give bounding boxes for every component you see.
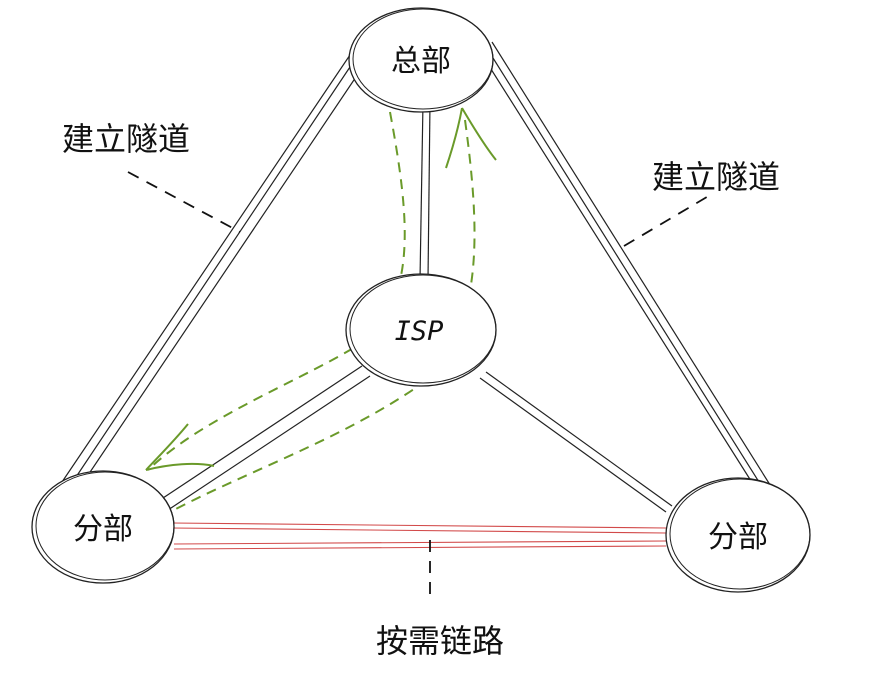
- annotation-tunnel-right: 建立隧道: [652, 158, 780, 196]
- link-isp-left-branch: [159, 365, 371, 511]
- node-branch-left: 分部: [31, 470, 175, 584]
- annotation-leaders: [127, 171, 713, 602]
- on-demand-link: [171, 522, 667, 550]
- node-branch-left-label: 分部: [73, 512, 133, 547]
- node-hq-label: 总部: [391, 44, 451, 79]
- tunnel-hq-right-branch: [483, 41, 773, 493]
- link-hq-isp: [419, 101, 431, 281]
- node-branch-right: 分部: [665, 477, 811, 593]
- link-isp-right-branch: [479, 371, 673, 513]
- annotation-tunnel-left: 建立隧道: [62, 120, 190, 158]
- node-isp: ISP: [345, 273, 497, 387]
- tunnel-arrowheads: [145, 107, 497, 471]
- tunnel-hq-left-branch: [61, 51, 363, 491]
- node-hq: 总部: [348, 7, 494, 113]
- node-branch-right-label: 分部: [708, 520, 768, 555]
- annotation-on-demand-link: 按需链路: [376, 622, 504, 660]
- node-isp-label: ISP: [395, 316, 444, 347]
